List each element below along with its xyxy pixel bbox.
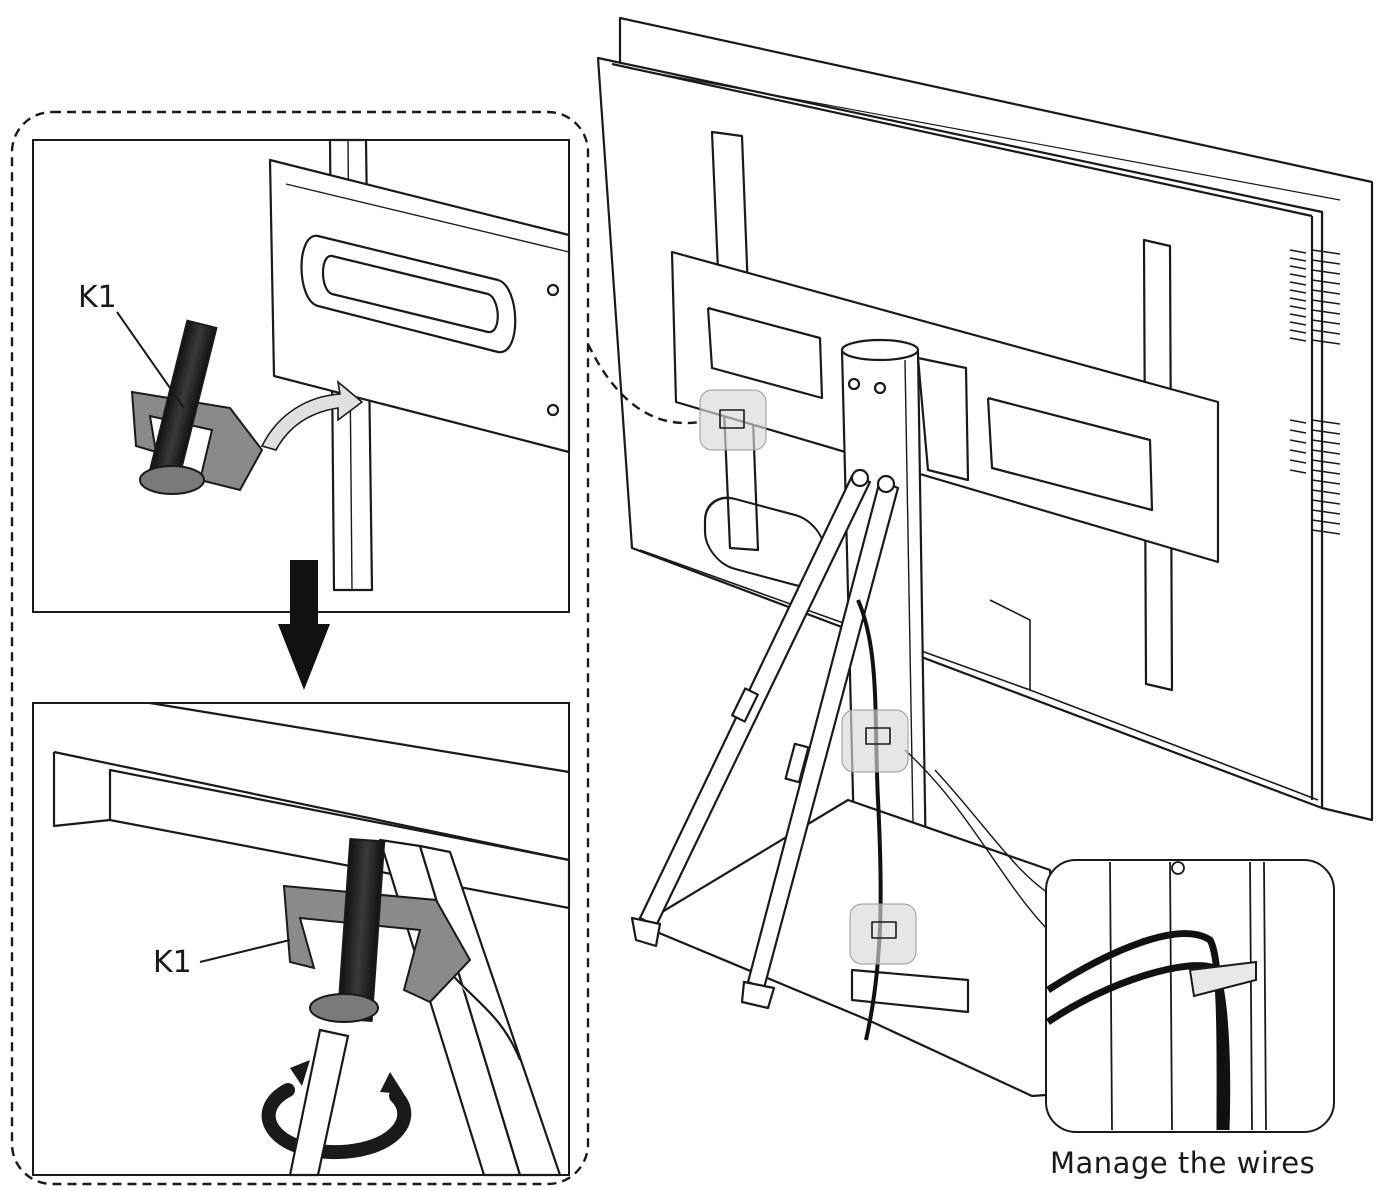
- callout-dashed-frame: [10, 110, 590, 1186]
- curved-arrow-icon: [260, 380, 364, 451]
- label-k1-bottom: K1: [153, 945, 192, 980]
- wire-clip-icon: [1188, 960, 1257, 998]
- tv-assembly: [596, 16, 1374, 1098]
- wire-inset: [1045, 859, 1335, 1133]
- clip-highlight-1: [699, 389, 767, 451]
- inset-bottom: [32, 701, 571, 1177]
- tv-vents: [1289, 249, 1341, 535]
- label-k1-top: K1: [78, 280, 117, 315]
- cable: [856, 599, 883, 1041]
- leader-dashed: [586, 343, 701, 425]
- clip-highlight-3: [849, 903, 917, 965]
- clip-highlight-2: [841, 709, 909, 773]
- k1-part-top: [130, 319, 264, 495]
- caption-manage-wires: Manage the wires: [1050, 1146, 1316, 1180]
- down-arrow-icon: [278, 560, 330, 690]
- rotate-arrows-icon: [261, 1083, 412, 1160]
- k1-part-bottom: [282, 837, 472, 1023]
- inset-top: [32, 138, 571, 613]
